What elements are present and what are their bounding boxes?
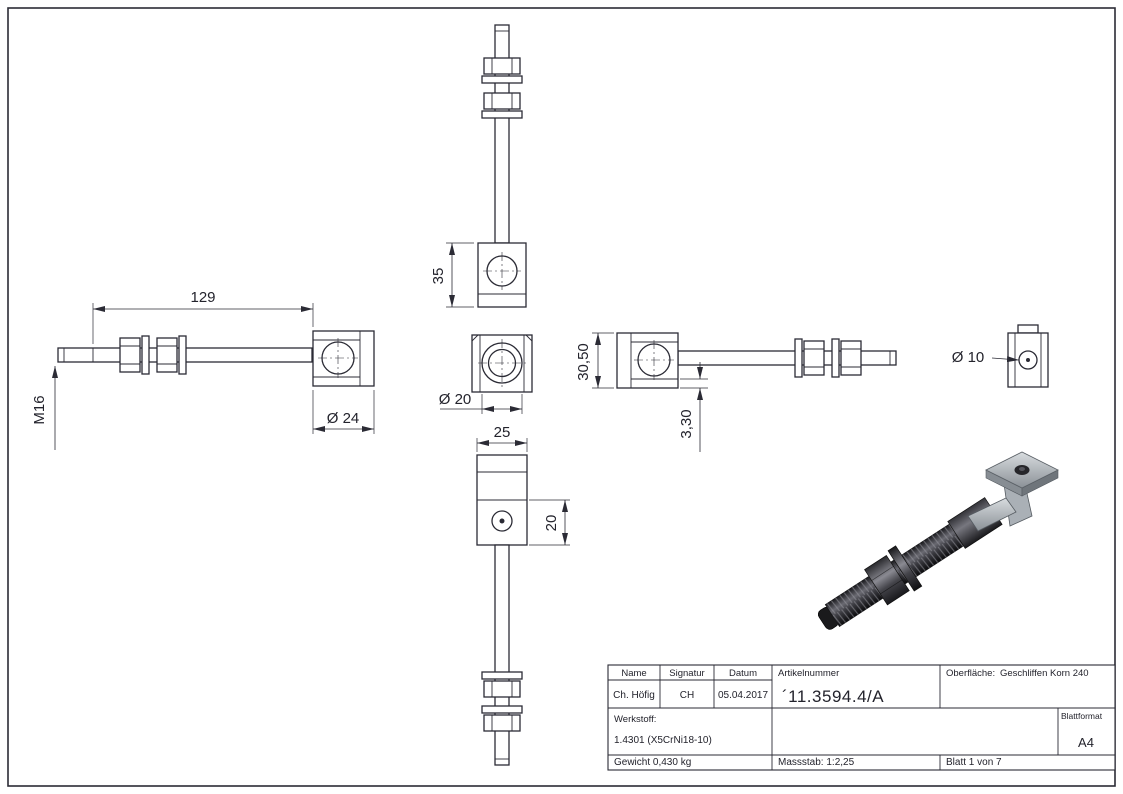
dimension-25: 25 [476, 424, 528, 452]
hole-center [499, 518, 505, 524]
hex-nut [483, 714, 521, 732]
washer [481, 671, 523, 680]
dim-label-dia10: Ø 10 [952, 349, 985, 366]
col-artikelnummer: Artikelnummer [778, 668, 839, 679]
dim-label-dia20: Ø 20 [439, 391, 472, 408]
view-bottom [476, 454, 528, 766]
dimension-330: 3,30 [678, 362, 708, 452]
col-signatur: Signatur [669, 668, 704, 679]
hex-nut [840, 340, 862, 376]
washer [178, 335, 187, 375]
dimension-35: 35 [430, 242, 474, 308]
top-tab [1017, 324, 1039, 334]
werkstoff-label: Werkstoff: [614, 714, 656, 725]
dimension-m16: M16 [31, 366, 58, 450]
washer [481, 75, 523, 84]
blattformat-value: A4 [1078, 735, 1094, 750]
werkstoff-value: 1.4301 (X5CrNi18-10) [614, 735, 712, 746]
hex-nut [156, 337, 178, 373]
title-block: Name Signatur Datum Artikelnummer Oberfl… [607, 664, 1116, 771]
massstab-value: Massstab: 1:2,25 [778, 757, 855, 768]
oberflaeche-value: Geschliffen Korn 240 [1000, 668, 1089, 679]
dimension-dia20: Ø 20 [439, 391, 523, 414]
signatur-value: CH [680, 690, 694, 701]
threaded-rod [677, 350, 897, 366]
name-value: Ch. Höfig [613, 690, 655, 701]
hinge-bracket [616, 332, 679, 389]
hole-center [1026, 358, 1030, 362]
view-side-right [616, 332, 897, 389]
dim-label-3050: 30,50 [575, 343, 592, 381]
artikelnummer-value: ´11.3594.4/A [782, 687, 884, 706]
isometric-render [817, 451, 1059, 630]
datum-value: 05.04.2017 [718, 690, 768, 701]
oberflaeche-label: Oberfläche: [946, 668, 995, 679]
bracket-arm-3d [967, 497, 1017, 532]
dim-label-dia24: Ø 24 [327, 410, 360, 427]
dim-label-25: 25 [494, 424, 511, 441]
gewicht-value: Gewicht 0,430 kg [614, 757, 691, 768]
col-datum: Datum [729, 668, 757, 679]
hex-nut [119, 337, 141, 373]
washer [831, 338, 840, 378]
dimension-3050: 30,50 [575, 332, 614, 389]
plate-hole-center-3d [1019, 467, 1025, 471]
washer [794, 338, 803, 378]
hex-nut-3d [864, 554, 910, 606]
washer [481, 705, 523, 714]
dim-label-129: 129 [190, 289, 215, 306]
dimension-20: 20 [529, 499, 570, 546]
blatt-value: Blatt 1 von 7 [946, 757, 1002, 768]
threaded-rod [494, 544, 510, 766]
hex-nut [483, 92, 521, 110]
hex-nut [803, 340, 825, 376]
dim-label-330: 3,30 [678, 409, 695, 438]
dimension-129: 129 [92, 289, 314, 344]
hex-nut [483, 57, 521, 75]
sheet-border [7, 7, 1116, 787]
dim-label-20: 20 [543, 515, 560, 532]
view-top [477, 24, 527, 308]
dim-label-m16: M16 [31, 395, 48, 424]
col-name: Name [621, 668, 646, 679]
blattformat-label: Blattformat [1061, 711, 1103, 721]
view-front [471, 334, 533, 393]
view-detail-right [1007, 324, 1049, 388]
washer-3d [887, 545, 923, 592]
hex-nut [483, 680, 521, 698]
dim-label-35: 35 [430, 268, 447, 285]
dimension-dia10: Ø 10 [952, 349, 1020, 366]
washer [481, 110, 523, 119]
view-side-left [57, 330, 375, 387]
dimension-dia24: Ø 24 [312, 390, 375, 434]
hole-circle [491, 510, 513, 532]
washer [141, 335, 150, 375]
